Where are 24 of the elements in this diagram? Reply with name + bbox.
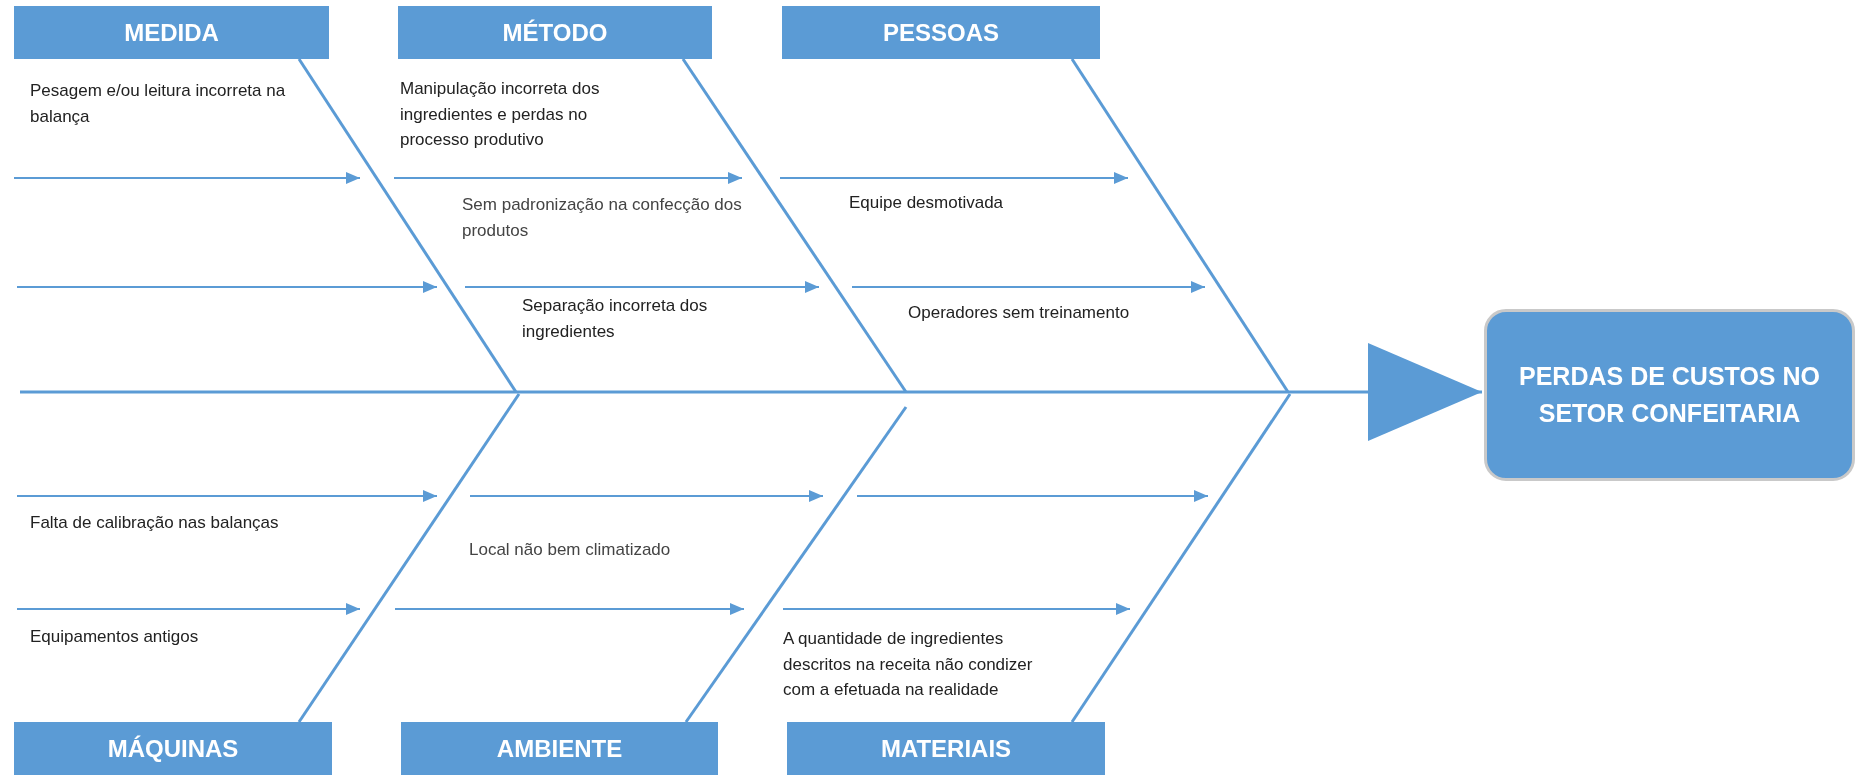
cause-text: Local não bem climatizado	[469, 539, 672, 561]
cause-text: Separação incorreta dos ingredientes	[522, 295, 709, 343]
bone-line	[297, 393, 521, 723]
cause-text: Operadores sem treinamento	[908, 302, 1131, 324]
effect-box: PERDAS DE CUSTOS NO SETOR CONFEITARIA	[1484, 309, 1855, 481]
bone-line	[1070, 58, 1290, 393]
cause-text: Sem padronização na confecção dos produtos	[462, 194, 743, 242]
bone-line	[684, 406, 908, 723]
category-box: MATERIAIS	[787, 722, 1105, 775]
category-box: MEDIDA	[14, 6, 329, 59]
cause-text: Pesagem e/ou leitura incorreta na balança	[30, 80, 287, 128]
bone-line	[1070, 393, 1292, 723]
spine-arrow	[20, 343, 1482, 441]
category-box: MÁQUINAS	[14, 722, 332, 775]
category-box: PESSOAS	[782, 6, 1100, 59]
bone-line	[297, 58, 518, 393]
cause-text: Equipamentos antigos	[30, 626, 200, 648]
bone-line	[681, 58, 908, 393]
cause-text: Falta de calibração nas balanças	[30, 512, 280, 534]
cause-text: A quantidade de ingredientes descritos na receita não condizer com a efetuada na realidade	[783, 628, 1034, 701]
category-box: MÉTODO	[398, 6, 712, 59]
category-box: AMBIENTE	[401, 722, 718, 775]
cause-text: Equipe desmotivada	[849, 192, 1005, 214]
cause-text: Manipulação incorreta dos ingredientes e perdas no processo produtivo	[400, 78, 601, 151]
